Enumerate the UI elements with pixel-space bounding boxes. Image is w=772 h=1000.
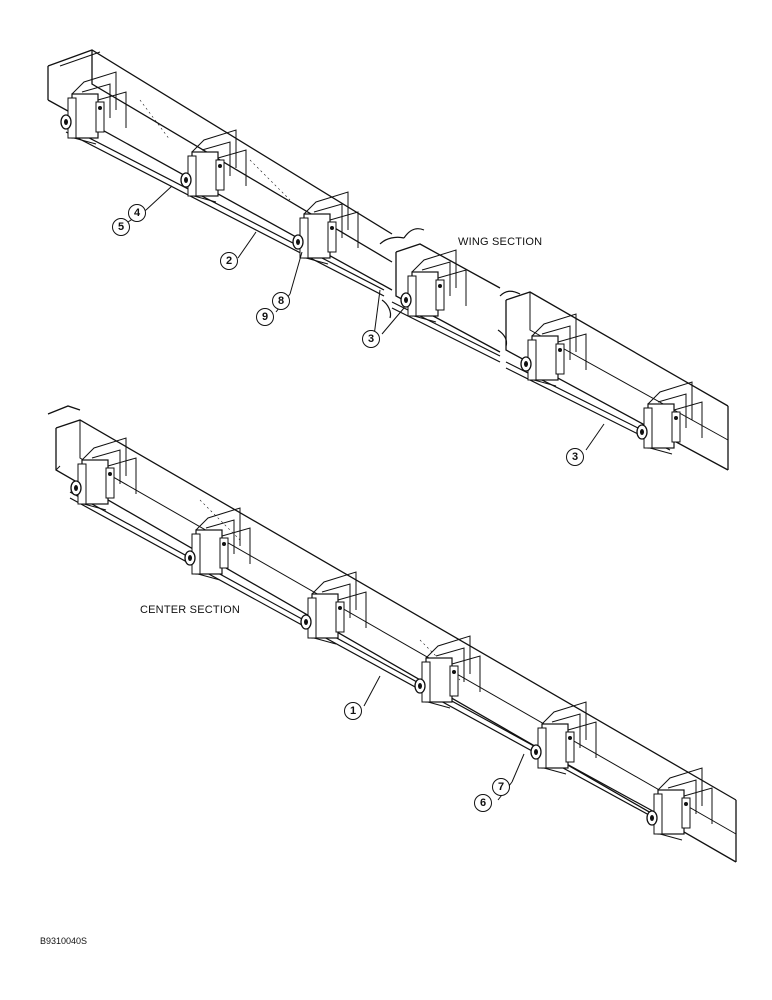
center-section-label: CENTER SECTION <box>140 604 240 616</box>
center-bracket-4 <box>414 635 481 709</box>
callout-3: 3 <box>362 330 380 348</box>
figure-code: B9310040S <box>40 936 88 946</box>
wing-bracket-3 <box>636 381 703 455</box>
callout-9: 9 <box>256 308 274 326</box>
callout-1: 1 <box>344 702 362 720</box>
center-bracket-1 <box>70 437 137 511</box>
upper-beam <box>47 49 393 297</box>
center-beam <box>47 405 737 863</box>
center-bracket-6 <box>646 767 713 841</box>
upper-bracket-3 <box>292 191 359 265</box>
wing-bracket-2 <box>520 313 587 387</box>
center-bracket-5 <box>530 701 597 775</box>
upper-bracket-1 <box>60 71 127 145</box>
callout-4: 4 <box>128 204 146 222</box>
callout-3: 3 <box>566 448 584 466</box>
callout-7: 7 <box>492 778 510 796</box>
callout-2: 2 <box>220 252 238 270</box>
callout-8: 8 <box>272 292 290 310</box>
callout-6: 6 <box>474 794 492 812</box>
callout-5: 5 <box>112 218 130 236</box>
center-bracket-2 <box>184 507 251 581</box>
center-bracket-3 <box>300 571 367 645</box>
leader-lines <box>127 185 605 801</box>
wing-section-label: WING SECTION <box>458 236 543 248</box>
wing-bracket-1 <box>400 249 467 323</box>
upper-bracket-2 <box>180 129 247 203</box>
